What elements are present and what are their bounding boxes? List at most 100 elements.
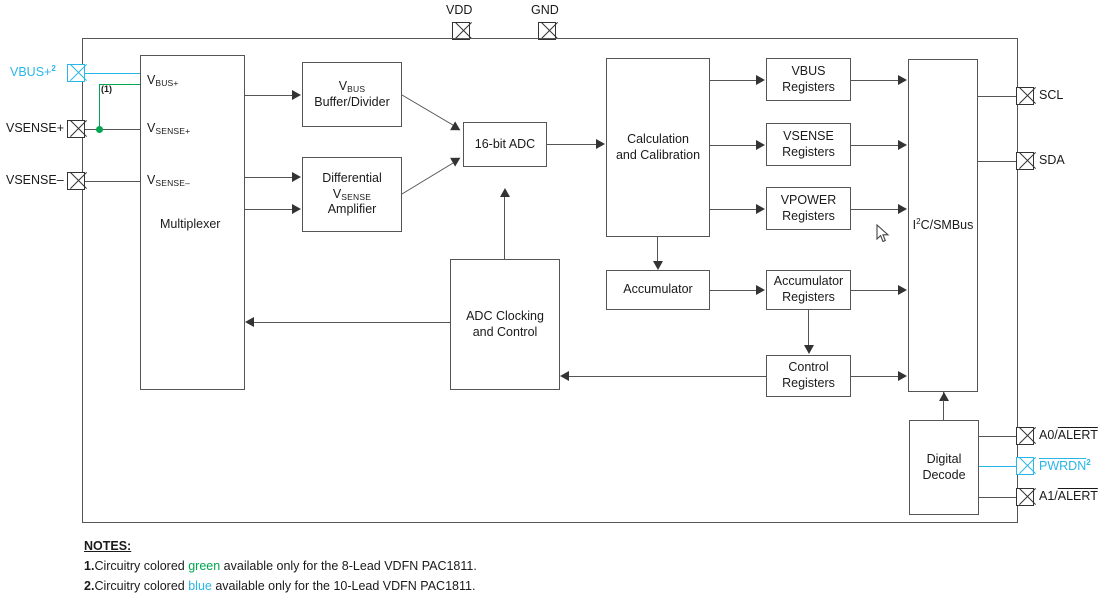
pin-label-vbus-plus: VBUS+2 [10,64,56,79]
pin-scl[interactable] [1016,87,1034,105]
block-label-adc-clocking-line2: and Control [472,324,538,339]
wire-accumulator-to-registers [710,290,757,291]
annotation-note-1-marker: (1) [101,84,112,94]
arrowhead-calc-to-vbus-registers [756,75,765,85]
wire-dd-to-a1-alert [979,497,1018,498]
wire-calc-to-vpower-registers [710,209,757,210]
pin-label-vdd: VDD [446,3,473,17]
notes-section: NOTES: 1.Circuitry colored green availab… [84,536,477,596]
wire-adc-to-calculation [547,144,597,145]
pin-label-vsense-minus: VSENSE– [6,173,64,187]
junction-dot-green [96,126,103,133]
block-adc-clocking-and-control[interactable]: ADC Clocking and Control [450,259,560,390]
wire-i2c-to-scl [978,96,1018,97]
pin-label-scl: SCL [1039,88,1064,102]
pin-gnd[interactable] [538,22,556,40]
pin-pwrdn[interactable] [1016,457,1034,475]
pin-label-gnd: GND [531,3,559,17]
pin-vbus-plus[interactable] [67,64,85,82]
block-vbus-registers[interactable]: VBUS Registers [766,58,851,101]
block-label-multiplexer: Multiplexer [160,217,221,231]
wire-clocking-to-mux [254,322,453,323]
wire-mux-to-vbus-buffer [245,95,293,96]
block-accumulator-registers[interactable]: Accumulator Registers [766,270,851,310]
wire-calc-to-vbus-registers [710,80,757,81]
wire-vbus-plus [85,73,142,74]
arrowhead-i2c-to-digital-decode [939,392,949,401]
wire-vbusreg-to-i2c [851,80,899,81]
pin-sda[interactable] [1016,152,1034,170]
pin-label-vbus-plus-text: VBUS+ [10,65,52,80]
arrowhead-accumulator-to-registers [756,285,765,295]
wire-vsensereg-to-i2c [851,145,899,146]
block-label-diffamp-line3: Amplifier [327,202,377,217]
block-label-accumulator-registers-line2: Registers [782,290,835,304]
arrowhead-vsensereg-to-i2c [898,140,907,150]
arrowhead-clocking-to-mux [245,317,254,327]
wire-green-branch-horizontal [99,84,142,85]
wire-mux-to-diffamp-a [245,177,293,178]
block-label-diffamp-line2: VSENSE [332,186,372,202]
wire-mux-to-diffamp-b [245,209,293,210]
mux-input-label-vsense-plus: VSENSE+ [147,121,191,136]
wire-controlreg-to-clocking [569,376,766,377]
arrowhead-calc-to-vpower-registers [756,204,765,214]
block-digital-decode[interactable]: Digital Decode [909,420,979,515]
wire-accreg-to-controlreg [808,310,809,346]
chip-boundary [82,38,1018,523]
arrowhead-clocking-to-adc [500,188,510,197]
wire-calc-to-vsense-registers [710,145,757,146]
block-label-adc-clocking-line1: ADC Clocking [466,308,544,323]
mux-input-label-vsense-minus: VSENSE– [147,173,191,188]
block-differential-vsense-amplifier[interactable]: Differential VSENSE Amplifier [302,157,402,232]
notes-header: NOTES: [84,539,132,553]
wire-controlreg-to-i2c [851,376,899,377]
block-label-i2c-smbus: I2C/SMBus [912,217,974,233]
pin-vsense-minus[interactable] [67,172,85,190]
block-label-vbus-registers-line1: VBUS [791,63,826,78]
arrowhead-controlreg-to-clocking [560,371,569,381]
block-label-accumulator-registers-line1: Accumulator [773,274,844,289]
arrowhead-mux-to-vbus-buffer [292,90,301,100]
pin-label-a1-alert: A1/ALERT [1039,489,1098,503]
block-control-registers[interactable]: Control Registers [766,355,851,397]
wire-vpowerreg-to-i2c [851,209,899,210]
wire-vsense-plus [85,129,142,130]
arrowhead-vbusreg-to-i2c [898,75,907,85]
block-calculation-and-calibration[interactable]: Calculation and Calibration [606,58,710,237]
wire-green-branch-vertical [99,84,100,130]
block-label-calculation-line2: and Calibration [615,147,701,162]
pin-label-sda: SDA [1039,153,1065,167]
block-i2c-smbus[interactable]: I2C/SMBus [908,59,978,392]
note-item-2: 2.Circuitry colored blue available only … [84,579,476,593]
block-label-vpower-registers-line1: VPOWER [780,192,837,207]
block-vpower-registers[interactable]: VPOWER Registers [766,187,851,230]
pin-a0-alert[interactable] [1016,427,1034,445]
block-16bit-adc[interactable]: 16-bit ADC [463,122,547,167]
block-label-vsense-registers-line1: VSENSE [783,128,834,143]
arrowhead-vpowerreg-to-i2c [898,204,907,214]
pin-note-vbus-plus: 2 [51,64,56,73]
arrowhead-accreg-to-controlreg [804,345,814,354]
block-label-control-registers-line1: Control [788,360,829,375]
mouse-cursor [876,224,890,243]
block-label-digital-decode-line1: Digital [926,451,962,466]
block-label-diffamp-line1: Differential [322,171,382,186]
pin-a1-alert[interactable] [1016,488,1034,506]
wire-calc-to-accumulator [657,237,658,262]
pin-vsense-plus[interactable] [67,120,85,138]
block-accumulator[interactable]: Accumulator [606,270,710,310]
pin-label-a0-alert: A0/ALERT [1039,428,1098,442]
wire-accreg-to-i2c [851,290,899,291]
block-label-digital-decode-line2: Decode [922,467,966,482]
mux-input-label-vbus-plus: VBUS+ [147,73,179,88]
block-vbus-buffer-divider[interactable]: VBUS Buffer/Divider [302,62,402,127]
note-item-1: 1.Circuitry colored green available only… [84,559,477,573]
pin-vdd[interactable] [452,22,470,40]
arrowhead-mux-to-diffamp-b [292,204,301,214]
block-vsense-registers[interactable]: VSENSE Registers [766,123,851,166]
block-multiplexer[interactable] [140,55,245,390]
block-label-calculation-line1: Calculation [627,131,689,146]
block-label-control-registers-line2: Registers [782,376,835,390]
